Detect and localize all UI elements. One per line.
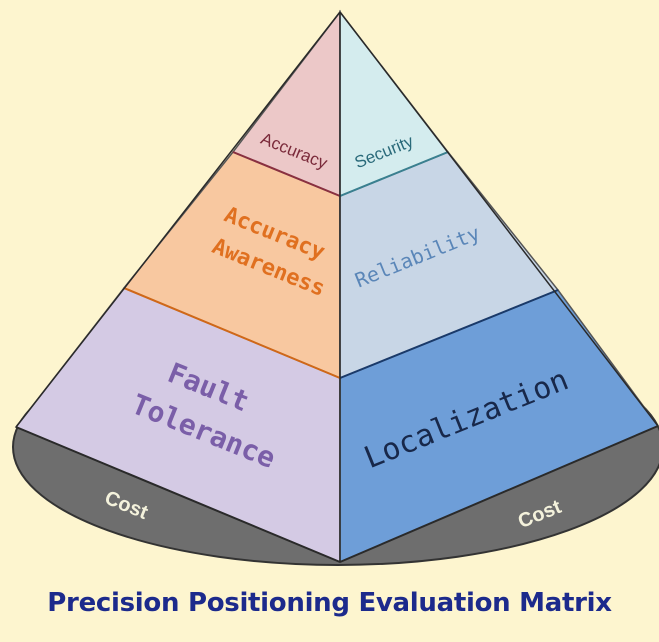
diagram-caption: Precision Positioning Evaluation Matrix [47, 588, 612, 618]
edge-top-left [232, 151, 341, 197]
edge-middle-left [123, 287, 341, 379]
edge-left-outer [15, 11, 341, 428]
edge-middle-right [339, 289, 559, 379]
edge-top-right [339, 151, 449, 197]
edge-bottom-left [15, 426, 341, 563]
edge-bottom-right [339, 425, 659, 563]
edge-right-outer [339, 11, 659, 427]
